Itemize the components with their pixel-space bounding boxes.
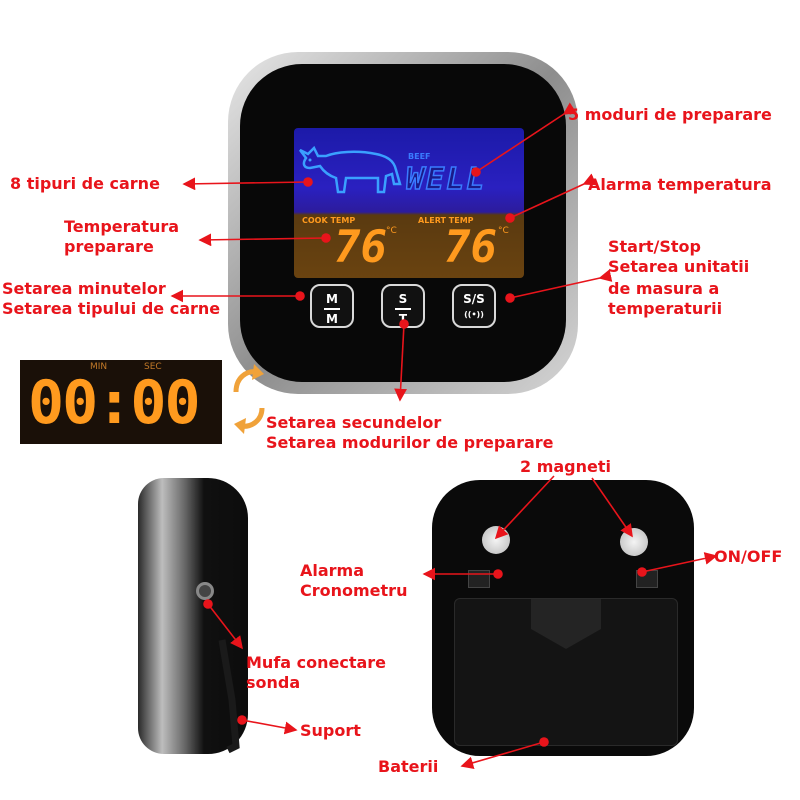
cook-temp-value: 76	[334, 222, 387, 273]
st-button-bottom: T	[398, 312, 408, 326]
timer-sec-label: SEC	[144, 362, 162, 372]
label-probe-1: Mufa conectare	[246, 653, 387, 672]
ss-button[interactable]: S/S ((•))	[452, 284, 496, 328]
label-alarm-2: Cronometru	[300, 581, 408, 600]
timer-min-label: MIN	[90, 362, 108, 372]
label-cook-temp-1: Temperatura	[64, 217, 180, 236]
label-alarm-temp: Alarma temperatura	[588, 175, 772, 194]
battery-cover[interactable]	[454, 598, 678, 746]
alert-temp-label: ALERT TEMP	[418, 216, 474, 225]
label-minutes-2: Setarea tipului de carne	[2, 299, 221, 318]
label-unit-1: Setarea unitatii	[608, 257, 750, 276]
beef-icon	[299, 145, 402, 194]
lcd-screen: BEEF WELL COOK TEMP ALERT TEMP 76 °C 76 …	[294, 128, 524, 278]
timer-display: MIN SEC 00:00	[20, 360, 222, 444]
ss-button-top: S/S	[463, 292, 485, 306]
mm-button[interactable]: M M	[310, 284, 354, 328]
alert-temp-value: 76	[444, 222, 497, 273]
label-seconds-2: Setarea modurilor de preparare	[266, 433, 554, 452]
alert-temp-unit: °C	[498, 226, 509, 236]
mm-divider	[324, 308, 340, 310]
label-cook-temp-2: preparare	[64, 237, 154, 256]
ss-button-bottom: ((•))	[464, 310, 484, 319]
label-seconds-1: Setarea secundelor	[266, 413, 442, 432]
probe-jack	[196, 582, 214, 600]
mm-button-bottom: M	[326, 312, 338, 326]
label-meat-types: 8 tipuri de carne	[10, 174, 160, 193]
label-stand: Suport	[300, 721, 361, 740]
label-onoff: ON/OFF	[714, 547, 783, 566]
label-start-stop: Start/Stop	[608, 237, 701, 256]
label-magnets: 2 magneti	[520, 457, 611, 476]
st-button-top: S	[398, 292, 408, 306]
beef-label: BEEF	[408, 152, 431, 161]
mm-button-top: M	[326, 292, 338, 306]
label-unit-2: de masura a	[608, 279, 720, 298]
label-unit-3: temperaturii	[608, 299, 723, 318]
device-back	[432, 480, 694, 756]
cook-temp-unit: °C	[386, 226, 397, 236]
timer-value: 00:00	[28, 368, 201, 438]
st-divider	[395, 308, 411, 310]
label-probe-2: sonda	[246, 673, 301, 692]
label-modes: 5 moduri de preparare	[568, 105, 772, 124]
cook-temp-label: COOK TEMP	[302, 216, 356, 225]
label-minutes-1: Setarea minutelor	[2, 279, 166, 298]
label-batteries: Baterii	[378, 757, 439, 776]
label-alarm-1: Alarma	[300, 561, 365, 580]
